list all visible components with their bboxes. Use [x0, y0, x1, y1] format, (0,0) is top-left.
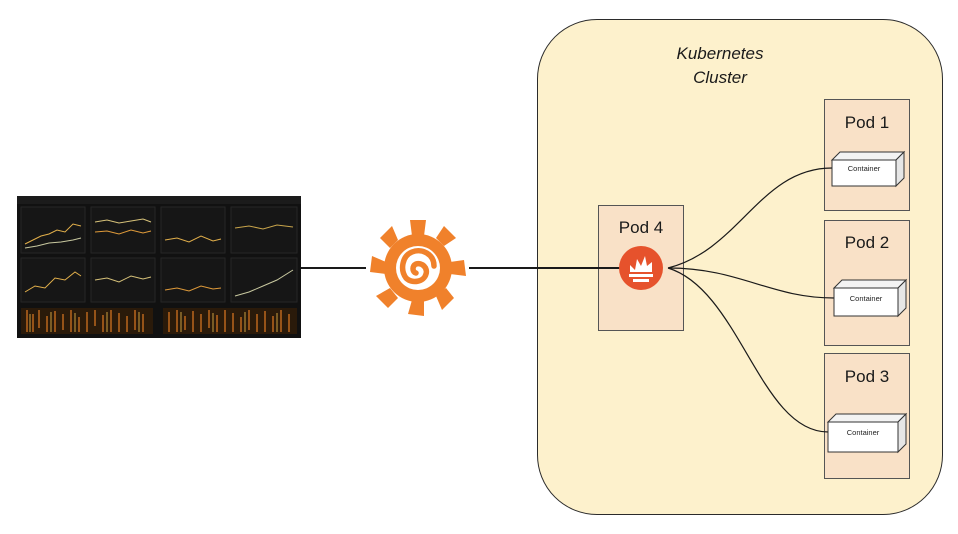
prometheus-logo-icon: [619, 246, 663, 290]
container-2-label: Container: [849, 294, 883, 303]
cluster-title-line1: Kubernetes: [676, 44, 764, 63]
grafana-dashboard-screenshot: [17, 196, 301, 338]
dashboard-thumbnail-icon: [17, 196, 301, 338]
cluster-title-line2: Cluster: [693, 68, 747, 87]
scrape-link-pod-1: [667, 167, 833, 269]
container-2-box-icon: [832, 278, 908, 318]
scrape-link-pod-3: [667, 267, 829, 433]
cluster-title: Kubernetes Cluster: [600, 42, 840, 90]
pod-2-label: Pod 2: [844, 233, 890, 252]
scrape-link-pod-2: [667, 267, 835, 299]
container-1-box-icon: [830, 150, 906, 188]
container-1-label: Container: [847, 164, 881, 173]
container-3-label: Container: [846, 428, 880, 437]
pod-1-label: Pod 1: [844, 113, 890, 132]
container-3-box-icon: [826, 412, 908, 454]
pod-4-label: Pod 4: [618, 218, 664, 237]
pod-3-label: Pod 3: [844, 367, 890, 386]
grafana-logo-icon: [370, 220, 466, 316]
